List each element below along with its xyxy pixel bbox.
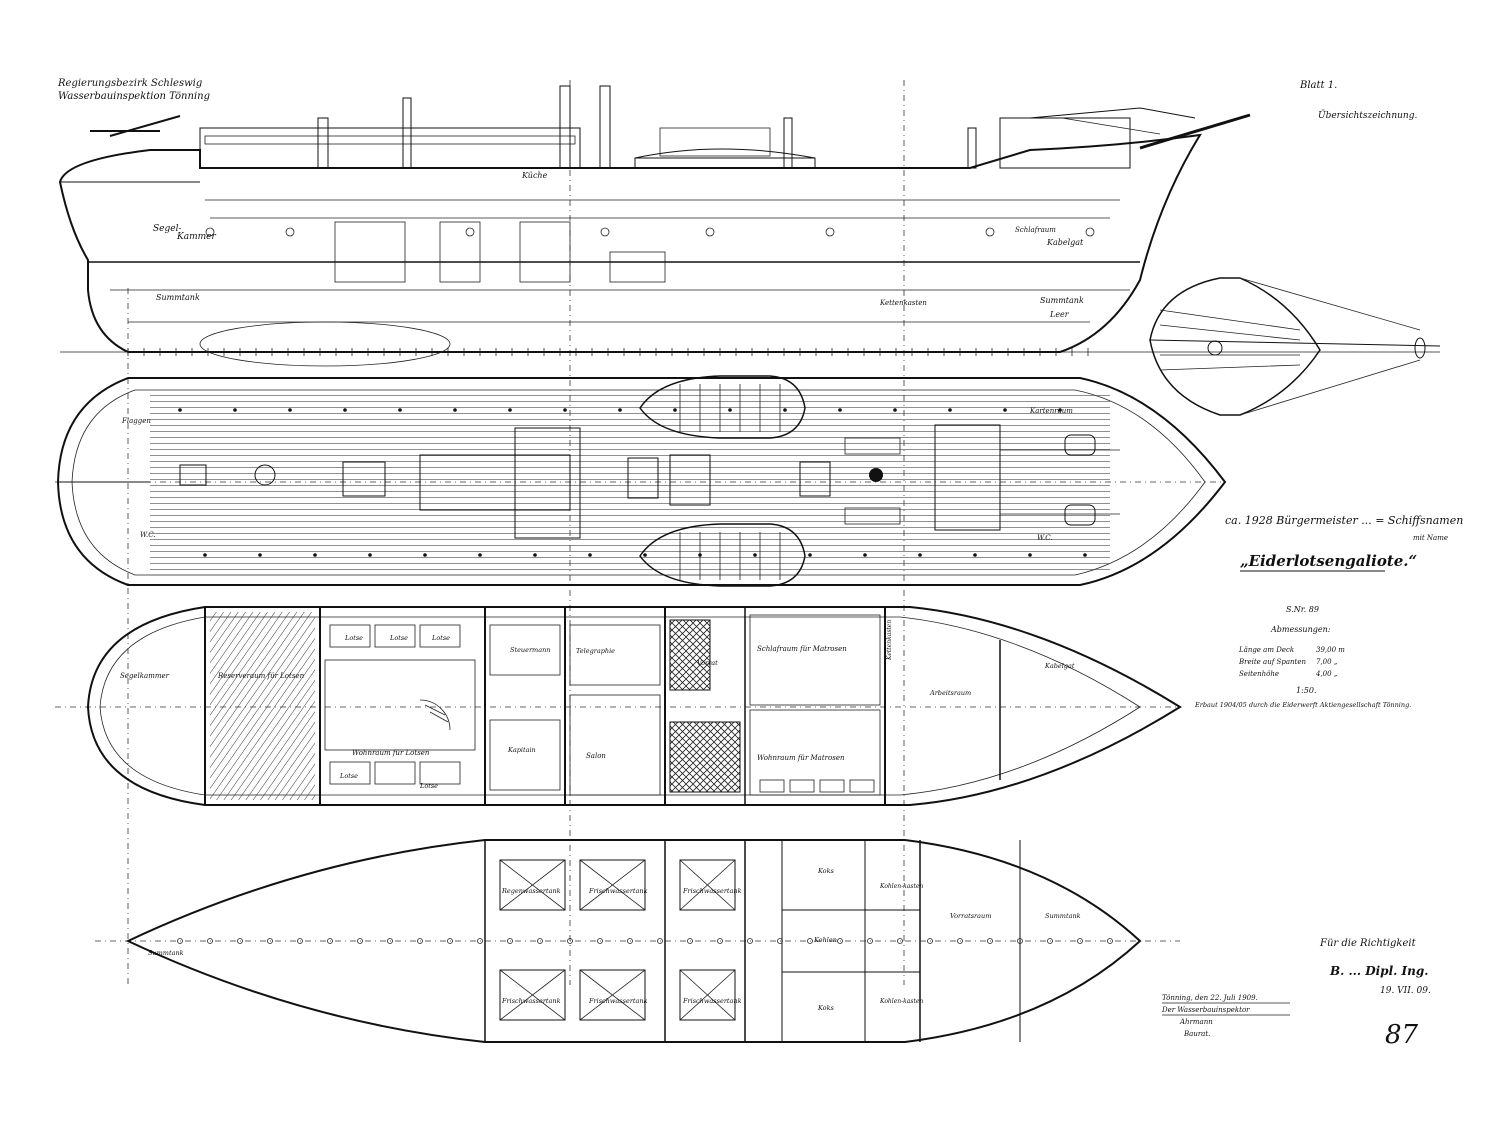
label-schlafraum-matrosen: Schlafraum für Matrosen — [757, 645, 847, 653]
label-frischwassertank-1: Frischwassertank — [588, 887, 648, 895]
dim-label-0: Länge am Deck — [1238, 646, 1294, 654]
title-block: ca. 1928 Bürgermeister ... = Schiffsname… — [1194, 514, 1463, 709]
label-kohlenkasten-2: Kohlen-kasten — [879, 998, 923, 1005]
label-frischwassertank-3: Frischwassertank — [501, 997, 561, 1005]
signature-line-2: B. ... Dipl. Ing. — [1329, 964, 1428, 978]
label-vorratsraum: Vorratsraum — [950, 912, 991, 920]
label-leer: Leer — [1049, 310, 1070, 319]
dimensions-heading: Abmessungen: — [1270, 625, 1331, 634]
signature-line-3: 19. VII. 09. — [1380, 986, 1431, 996]
label-koks-1: Koks — [817, 867, 835, 875]
built-note: Erbaut 1904/05 durch die Eiderwerft Akti… — [1194, 701, 1411, 709]
dim-label-2: Seitenhöhe — [1239, 670, 1279, 678]
handwritten-note: ca. 1928 Bürgermeister ... = Schiffsname… — [1225, 514, 1463, 527]
label-frischwassertank-2: Frischwassertank — [682, 887, 742, 895]
label-wohnraum-lotsen: Wohnraum für Lotsen — [352, 749, 430, 757]
signoff-place-date: Tönning, den 22. Juli 1909. — [1162, 994, 1258, 1002]
signoff-rank: Baurat. — [1183, 1030, 1210, 1038]
label-frischwassertank-5: Frischwassertank — [682, 997, 742, 1005]
label-regenwassertank: Regenwassertank — [501, 887, 561, 895]
label-kohlenkasten-1: Kohlen-kasten — [879, 883, 923, 890]
label-telegraphie: Telegraphie — [576, 647, 615, 655]
label-kapitaen: Kapitain — [507, 746, 536, 754]
scale: 1:50. — [1296, 686, 1317, 695]
label-kettenkasten-plan: Kettenkasten — [886, 620, 893, 661]
handwritten-note-2: mit Name — [1413, 534, 1448, 542]
label-kartenraum: Kartenraum — [1029, 407, 1073, 415]
dim-value-0: 39,00 m — [1316, 646, 1345, 654]
region-line-2: Wasserbauinspektion Tönning — [58, 91, 210, 102]
header: Regierungsbezirk Schleswig Wasserbauinsp… — [57, 78, 1417, 121]
sheet-subtitle: Übersichtszeichnung. — [1318, 109, 1417, 121]
label-kueche: Küche — [521, 171, 548, 180]
label-lotse-2: Lotse — [389, 634, 408, 642]
side-profile: Segel- Kammer Küche Kabelgat Schlafraum … — [58, 85, 1251, 367]
label-schlafraum: Schlafraum — [1015, 226, 1056, 234]
label-steuermann: Steuermann — [510, 646, 550, 654]
signoff-office: Der Wasserbauinspektor — [1161, 1006, 1250, 1014]
label-arbeitsraum: Arbeitsraum — [929, 689, 971, 697]
label-summtank-fwd-hold: Summtank — [1045, 912, 1081, 920]
vessel-sub: S.Nr. 89 — [1286, 605, 1319, 614]
dim-label-1: Breite auf Spanten — [1238, 658, 1306, 666]
label-summtank-fwd: Summtank — [1040, 296, 1084, 305]
sheet-label: Blatt 1. — [1299, 80, 1337, 91]
label-lotse-3: Lotse — [431, 634, 450, 642]
signoff: Tönning, den 22. Juli 1909. Der Wasserba… — [1161, 994, 1290, 1038]
region-line-1: Regierungsbezirk Schleswig — [57, 78, 202, 89]
label-lotse-5: Lotse — [419, 782, 438, 790]
label-wc-fwd: W.C. — [1037, 534, 1053, 542]
dim-value-1: 7,00 „ — [1316, 658, 1338, 666]
label-wc-aft: W.C. — [140, 531, 156, 539]
label-lotse-4: Lotse — [339, 772, 358, 780]
deck-plan: Flaggen Kartenraum W.C. W.C. — [56, 375, 1227, 587]
label-kabelgat: Kabelgat — [1046, 238, 1084, 247]
hold-plan: Regenwassertank Frischwassertank Frischw… — [125, 839, 1142, 1043]
label-flaggen: Flaggen — [121, 417, 151, 425]
label-summtank-aft-hold: Summtank — [148, 949, 184, 957]
label-koks-2: Koks — [817, 1004, 835, 1012]
label-wohnraum-matrosen: Wohnraum für Matrosen — [757, 754, 845, 762]
label-lotse-1: Lotse — [344, 634, 363, 642]
bow-end-view — [1149, 277, 1441, 416]
label-kammer: Kammer — [176, 232, 216, 242]
label-vorrat: Vorrat — [697, 659, 718, 667]
label-salon: Salon — [586, 752, 606, 760]
label-kabelgat-plan: Kabelgat — [1044, 662, 1075, 670]
label-summtank-aft: Summtank — [156, 293, 200, 302]
label-kettenkasten: Kettenkasten — [879, 299, 927, 307]
dim-value-2: 4,00 „ — [1315, 670, 1338, 678]
label-kohlen: Kohlen — [813, 936, 837, 944]
accommodation-plan: Segelkammer Reserveraum für Lotsen Lotse… — [86, 606, 1182, 806]
label-frischwassertank-4: Frischwassertank — [588, 997, 648, 1005]
label-segel: Segel- — [153, 224, 182, 234]
label-segelkammer: Segelkammer — [120, 672, 170, 680]
label-reserveraum: Reserveraum für Lotsen — [217, 672, 305, 680]
signature-line-1: Für die Richtigkeit — [1319, 938, 1417, 949]
vessel-name: „Eiderlotsengaliote.“ — [1240, 552, 1417, 570]
verification-signature: Für die Richtigkeit B. ... Dipl. Ing. 19… — [1319, 938, 1431, 996]
sheet-number: 87 — [1385, 1020, 1419, 1050]
signoff-name: Ahrmann — [1179, 1018, 1213, 1026]
